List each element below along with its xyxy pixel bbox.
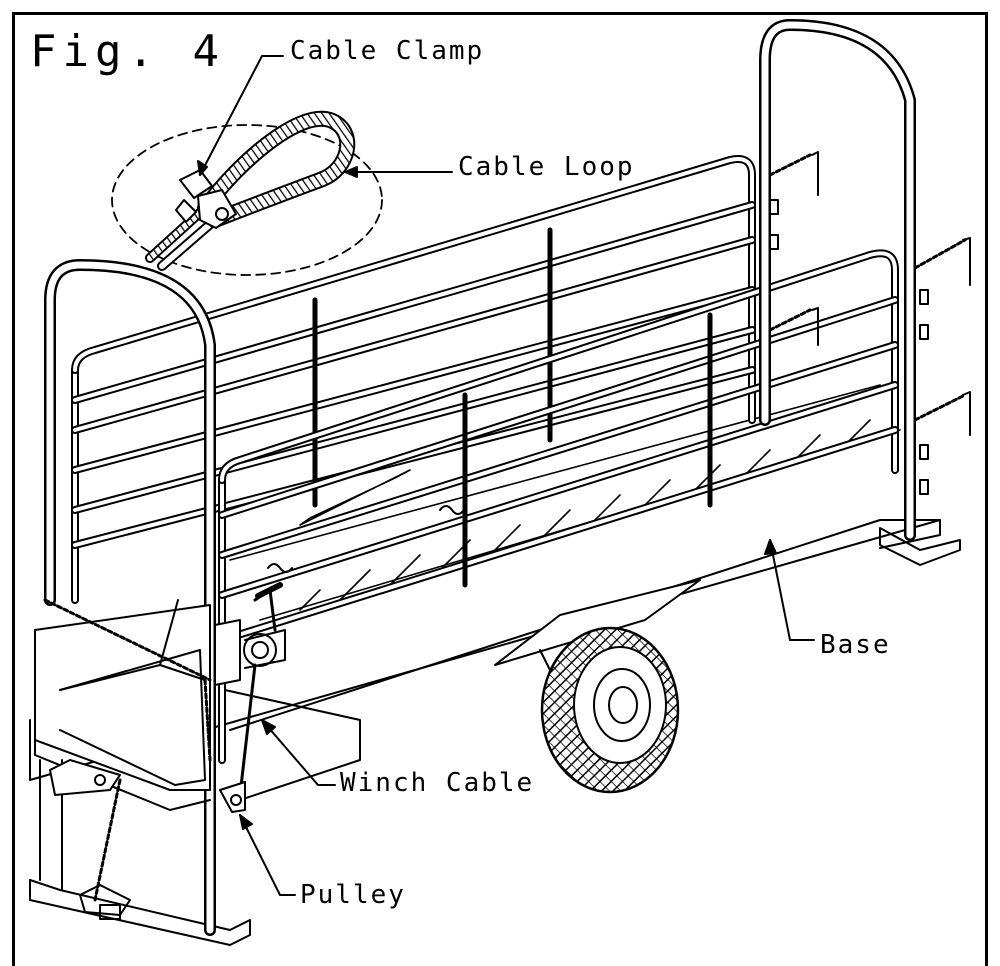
- label-cable-clamp: Cable Clamp: [290, 36, 485, 66]
- pulley-part: [219, 781, 246, 813]
- label-winch-cable: Winch Cable: [340, 768, 535, 798]
- near-side-panel: [218, 249, 899, 764]
- winch-assembly: [214, 582, 286, 686]
- front-hoop: [44, 259, 216, 936]
- rear-hooks: [769, 151, 971, 495]
- cable-detail-inset: [111, 110, 383, 276]
- rear-chains: [768, 153, 967, 422]
- leader-winch-cable: [261, 719, 336, 786]
- rear-hoop: [759, 19, 916, 541]
- winch-cable-line: [238, 663, 257, 797]
- label-base: Base: [820, 630, 891, 660]
- label-cable-loop: Cable Loop: [458, 152, 635, 182]
- front-chain: [43, 598, 212, 902]
- detail-circle: [111, 124, 383, 276]
- drawing-border: [12, 12, 988, 966]
- leader-pulley: [239, 814, 296, 896]
- leader-cable-clamp: [199, 55, 284, 176]
- leader-base: [769, 539, 815, 641]
- figure-title: Fig. 4: [30, 26, 225, 77]
- cable-clamp-part: [175, 169, 237, 229]
- wheel: [540, 626, 680, 794]
- label-pulley: Pulley: [300, 880, 406, 910]
- front-step-platform: [34, 599, 211, 811]
- hitch-coupler: [49, 759, 131, 920]
